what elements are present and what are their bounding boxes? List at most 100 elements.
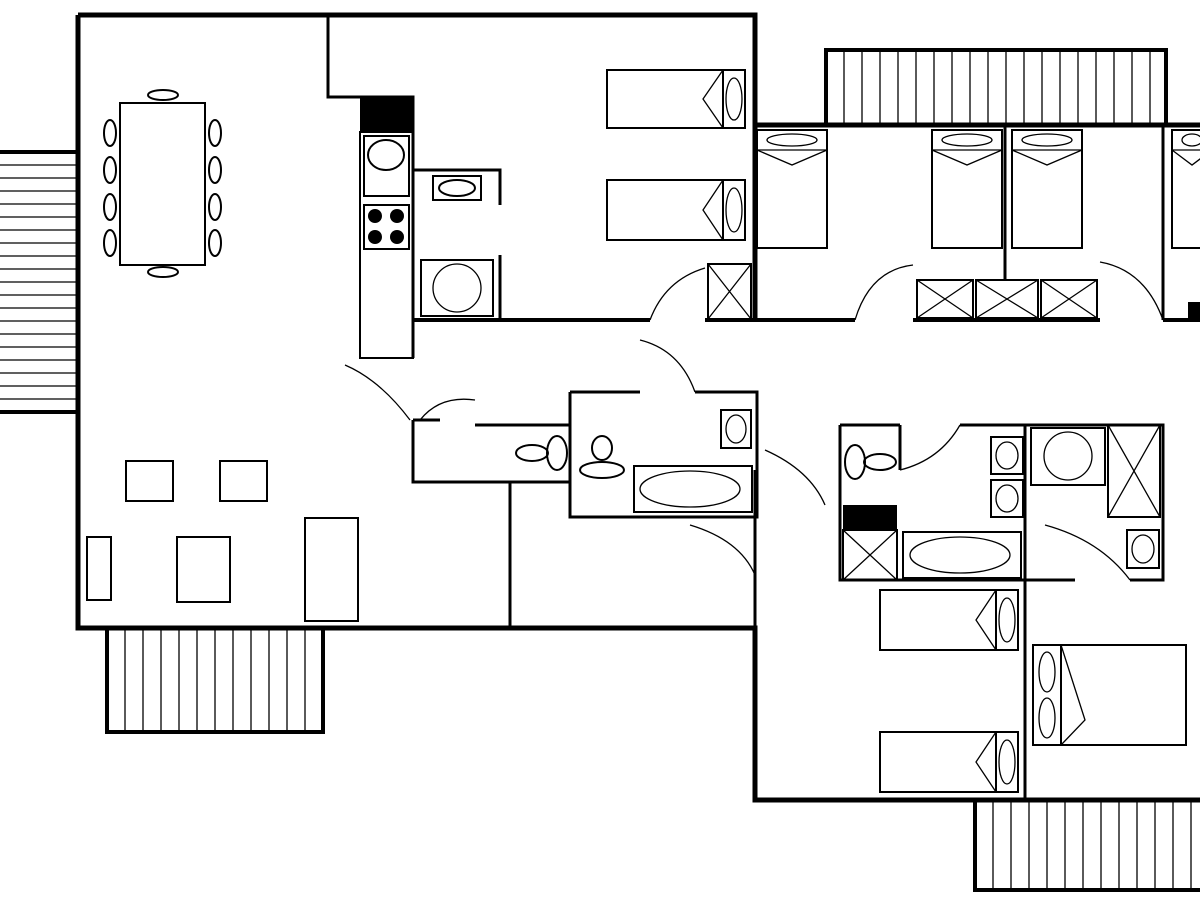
shower-tray	[1043, 431, 1093, 481]
door-arc	[344, 364, 411, 421]
door-arc	[764, 449, 826, 506]
bed-frame	[931, 129, 1003, 249]
chair	[147, 266, 179, 278]
bottom-left-deck	[105, 626, 325, 734]
wardrobe-box	[975, 279, 1039, 319]
deck-outline	[824, 48, 1168, 127]
single-bed	[879, 589, 1019, 651]
washbasin	[432, 175, 482, 201]
wardrobe-cross	[1040, 279, 1098, 319]
pillow	[725, 187, 743, 233]
pillow	[941, 133, 993, 147]
top-deck	[824, 48, 1168, 127]
chair	[103, 156, 117, 184]
bottom-right-deck	[973, 798, 1200, 892]
pillow-area	[722, 69, 746, 129]
bed-sheet-fold	[756, 149, 828, 166]
deck-outline	[973, 798, 1200, 892]
bathtub	[902, 531, 1022, 579]
toilet	[515, 444, 549, 462]
washbasin-box	[720, 409, 752, 449]
pillow	[766, 133, 818, 147]
pillow-area	[995, 731, 1019, 793]
bedroom-divider-walls	[1003, 125, 1165, 320]
bed-sheet-fold	[1171, 149, 1200, 166]
chair	[208, 229, 222, 257]
wardrobe-box	[916, 279, 974, 319]
bathroom1-walls	[413, 168, 502, 320]
wardrobe	[1107, 424, 1161, 518]
single-bed	[931, 129, 1003, 249]
kitchen-wall	[326, 15, 415, 358]
washbasin-box	[990, 436, 1024, 475]
stove	[363, 204, 410, 250]
washbasin	[990, 479, 1024, 518]
water-heater	[843, 505, 897, 530]
pillow	[1181, 133, 1200, 147]
bed-frame	[1171, 129, 1200, 249]
single-bed	[606, 69, 746, 129]
single-bed	[1171, 129, 1200, 249]
single-bed	[879, 731, 1019, 793]
washbasin-bowl	[438, 179, 476, 197]
chair	[208, 193, 222, 221]
lower-bath-walls	[411, 390, 759, 628]
shower	[1030, 427, 1106, 486]
bed-sheet-fold	[702, 179, 724, 241]
bathtub	[633, 465, 753, 513]
wardrobe-cross	[707, 263, 752, 320]
washbasin-bowl	[995, 484, 1019, 513]
pillow	[1038, 697, 1056, 739]
pillow	[998, 739, 1016, 785]
door-arc	[689, 524, 756, 576]
pillow-area	[995, 589, 1019, 651]
door-arc	[649, 267, 706, 321]
sink-basin	[367, 139, 405, 171]
shower-tray	[432, 263, 482, 313]
door-arc	[1044, 524, 1131, 581]
shower	[420, 259, 494, 317]
toilet-bowl	[579, 461, 625, 479]
bed-sheet-fold	[975, 589, 997, 651]
pillow	[998, 597, 1016, 643]
chair	[103, 229, 117, 257]
washbasin-box	[990, 479, 1024, 518]
bed-sheet-fold	[931, 149, 1003, 166]
bed-sheet-fold	[975, 731, 997, 793]
washbasin-bowl	[995, 441, 1019, 470]
toilet	[591, 435, 613, 461]
single-bed	[606, 179, 746, 241]
tv-cabinet	[86, 536, 112, 601]
pillow	[725, 77, 743, 121]
cabinet-dark	[1188, 302, 1200, 320]
toilet-bowl	[863, 453, 897, 471]
left-deck	[0, 150, 80, 414]
wardrobe-box	[707, 263, 752, 320]
washbasin	[1126, 529, 1160, 569]
door-arc	[419, 398, 476, 421]
bed-frame	[879, 589, 1019, 651]
furniture	[86, 69, 1200, 793]
chair	[208, 156, 222, 184]
bed-frame	[756, 129, 828, 249]
stove-burner	[390, 209, 404, 223]
washbasin-box	[1126, 529, 1160, 569]
toilet-bowl	[546, 435, 568, 471]
bed-frame	[606, 179, 746, 241]
pillow-area	[722, 179, 746, 241]
dining-table	[119, 102, 206, 266]
single-bed	[756, 129, 828, 249]
toilet	[844, 444, 866, 480]
chair	[147, 89, 179, 101]
chair	[103, 119, 117, 147]
double-bed-pillow-area	[1032, 644, 1062, 746]
door-arc	[854, 264, 914, 321]
door-arc	[639, 339, 696, 393]
coffee-table	[176, 536, 231, 603]
bed-sheet-fold	[1060, 644, 1086, 746]
sofa	[304, 517, 359, 622]
chair	[103, 193, 117, 221]
bed-sheet-fold	[702, 69, 724, 129]
washbasin-bowl	[1131, 534, 1155, 564]
bed-sheet-fold	[1011, 149, 1083, 166]
